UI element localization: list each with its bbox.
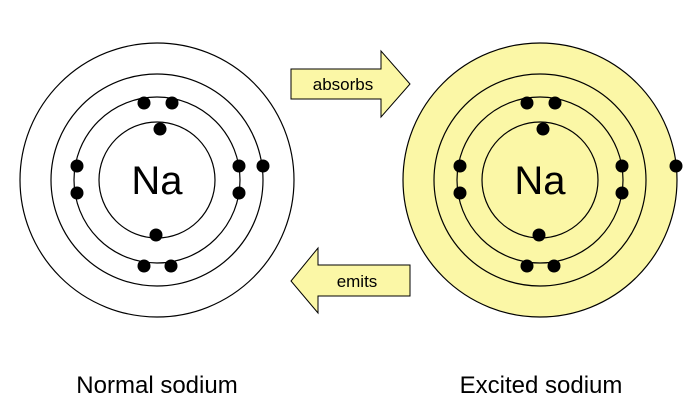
emits-label: emits (337, 272, 378, 291)
nucleus-symbol: Na (514, 159, 566, 203)
electron (548, 260, 561, 273)
electron (154, 123, 167, 136)
electron (454, 187, 467, 200)
electron (138, 97, 151, 110)
electron (233, 160, 246, 173)
electron (616, 187, 629, 200)
nucleus-symbol: Na (131, 159, 183, 203)
electron (521, 260, 534, 273)
electron (138, 260, 151, 273)
electron (521, 97, 534, 110)
normal-sodium-atom: Na (20, 43, 294, 317)
normal-sodium-caption: Normal sodium (76, 372, 237, 400)
excited-sodium-caption: Excited sodium (460, 372, 623, 400)
electron (150, 229, 163, 242)
electron (165, 260, 178, 273)
absorbs-arrow: absorbs (291, 51, 410, 117)
emits-arrow: emits (291, 248, 410, 313)
electron (454, 160, 467, 173)
electron (233, 187, 246, 200)
absorbs-label: absorbs (313, 75, 373, 94)
electron (549, 97, 562, 110)
valence-electron (257, 160, 270, 173)
excited-sodium-atom: Na (403, 43, 683, 317)
excited-valence-electron (670, 160, 683, 173)
electron (616, 160, 629, 173)
electron (537, 123, 550, 136)
electron (533, 229, 546, 242)
electron (71, 187, 84, 200)
electron (166, 97, 179, 110)
electron (71, 160, 84, 173)
